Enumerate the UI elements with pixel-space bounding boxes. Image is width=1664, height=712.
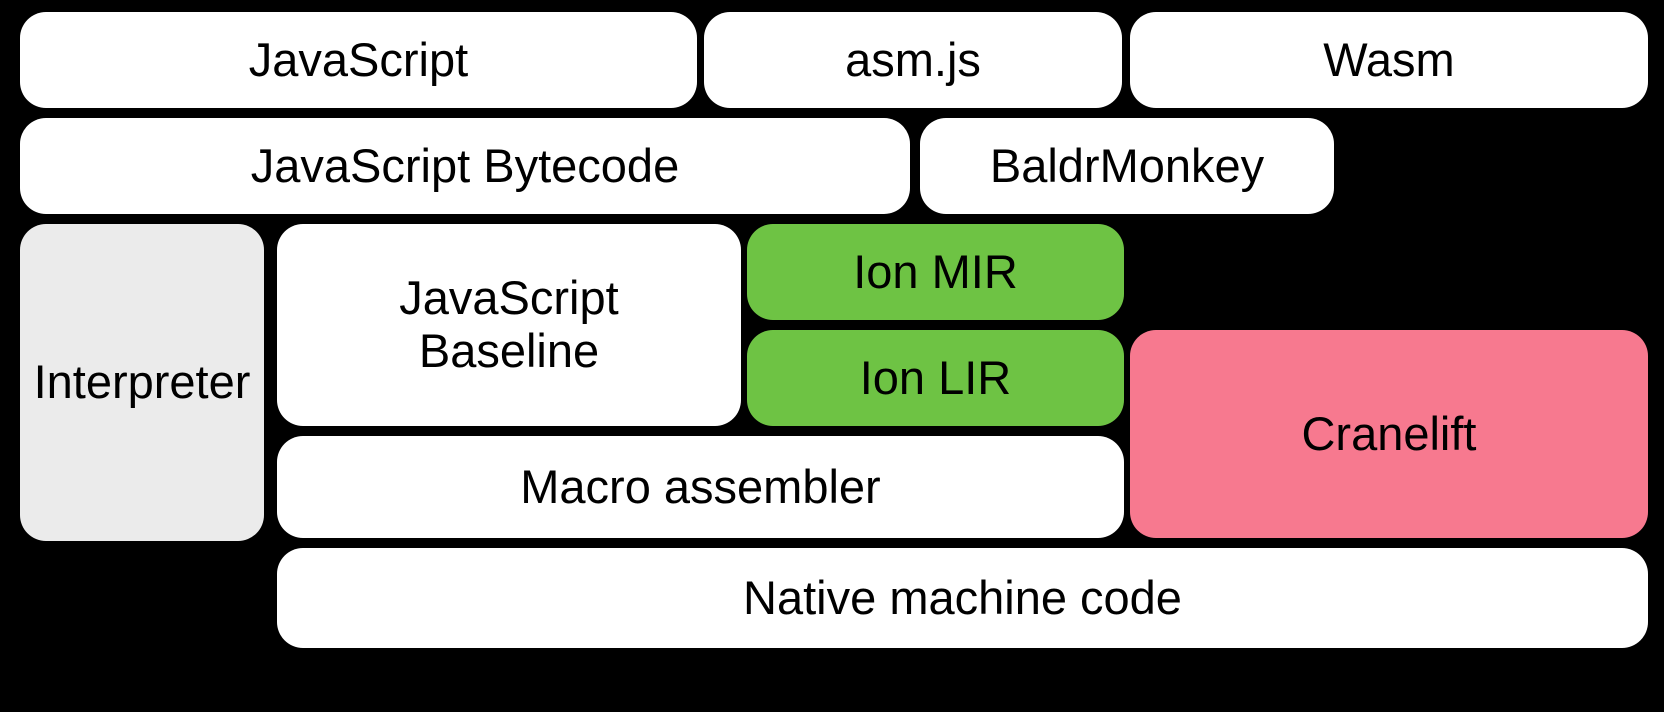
node-ion-mir[interactable]: Ion MIR	[747, 224, 1124, 320]
node-asm-js[interactable]: asm.js	[704, 12, 1122, 108]
node-wasm[interactable]: Wasm	[1130, 12, 1648, 108]
node-native-machine-code[interactable]: Native machine code	[277, 548, 1648, 648]
node-ion-lir[interactable]: Ion LIR	[747, 330, 1124, 426]
node-cranelift[interactable]: Cranelift	[1130, 330, 1648, 538]
node-macro-assembler[interactable]: Macro assembler	[277, 436, 1124, 538]
node-javascript-baseline[interactable]: JavaScript Baseline	[277, 224, 741, 426]
node-javascript[interactable]: JavaScript	[20, 12, 697, 108]
node-javascript-bytecode[interactable]: JavaScript Bytecode	[20, 118, 910, 214]
node-interpreter[interactable]: Interpreter	[20, 224, 264, 541]
node-baldrmonkey[interactable]: BaldrMonkey	[920, 118, 1334, 214]
